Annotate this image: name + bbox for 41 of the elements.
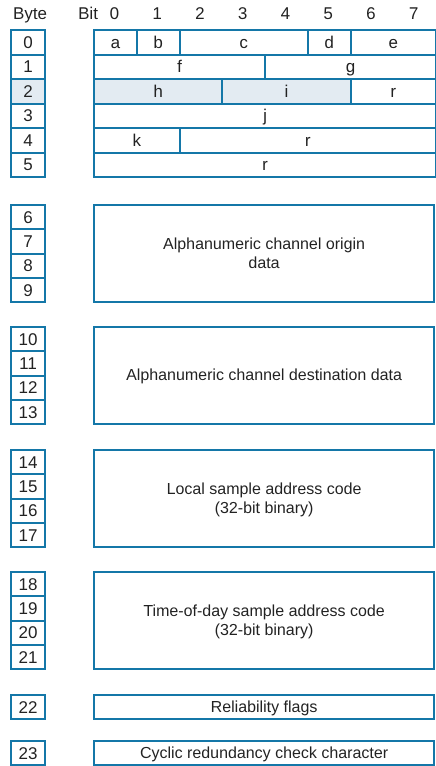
byte-number: 12 <box>10 374 46 401</box>
byte-number: 16 <box>10 498 46 524</box>
bit-number: 7 <box>408 4 420 24</box>
byte-number: 7 <box>10 228 46 255</box>
byte-number: 11 <box>10 350 46 377</box>
block-label: Cyclic redundancy check character <box>138 744 390 763</box>
byte-number: 22 <box>10 694 46 720</box>
byte-number: 21 <box>10 644 46 670</box>
block-label: Alphanumeric channel origin data <box>162 234 366 273</box>
bit-number: 6 <box>365 4 377 24</box>
bit-number: 2 <box>194 4 206 24</box>
bit-field: r <box>93 152 436 178</box>
byte-number: 4 <box>10 127 46 154</box>
column-header: Bit <box>77 4 99 24</box>
byte-number: 10 <box>10 326 46 352</box>
bit-number: 5 <box>322 4 334 24</box>
byte-number: 0 <box>10 29 46 56</box>
bit-number: 3 <box>236 4 248 24</box>
bit-field: e <box>350 29 436 56</box>
byte-number: 6 <box>10 204 46 230</box>
byte-number: 8 <box>10 252 46 279</box>
bit-number: 4 <box>280 4 292 24</box>
byte-number: 19 <box>10 595 46 622</box>
byte-number: 17 <box>10 522 46 548</box>
byte-number: 2 <box>10 78 46 104</box>
block-label: Time-of-day sample address code (32-bit binary) <box>142 602 386 640</box>
block-label: Local sample address code (32-bit binary) <box>166 480 362 518</box>
byte-number: 15 <box>10 473 46 500</box>
bit-field: h <box>93 78 224 104</box>
column-header: Byte <box>12 4 48 24</box>
byte-number: 23 <box>10 740 46 766</box>
byte-number: 14 <box>10 449 46 476</box>
byte-number: 20 <box>10 620 46 646</box>
bit-field: i <box>221 78 352 104</box>
byte-number: 13 <box>10 398 46 426</box>
byte-number: 5 <box>10 152 46 178</box>
bit-number: 1 <box>151 4 163 24</box>
byte-number: 18 <box>10 571 46 598</box>
byte-number: 9 <box>10 276 46 304</box>
block-label: Alphanumeric channel destination data <box>125 366 403 386</box>
block-label: Reliability flags <box>210 698 318 717</box>
